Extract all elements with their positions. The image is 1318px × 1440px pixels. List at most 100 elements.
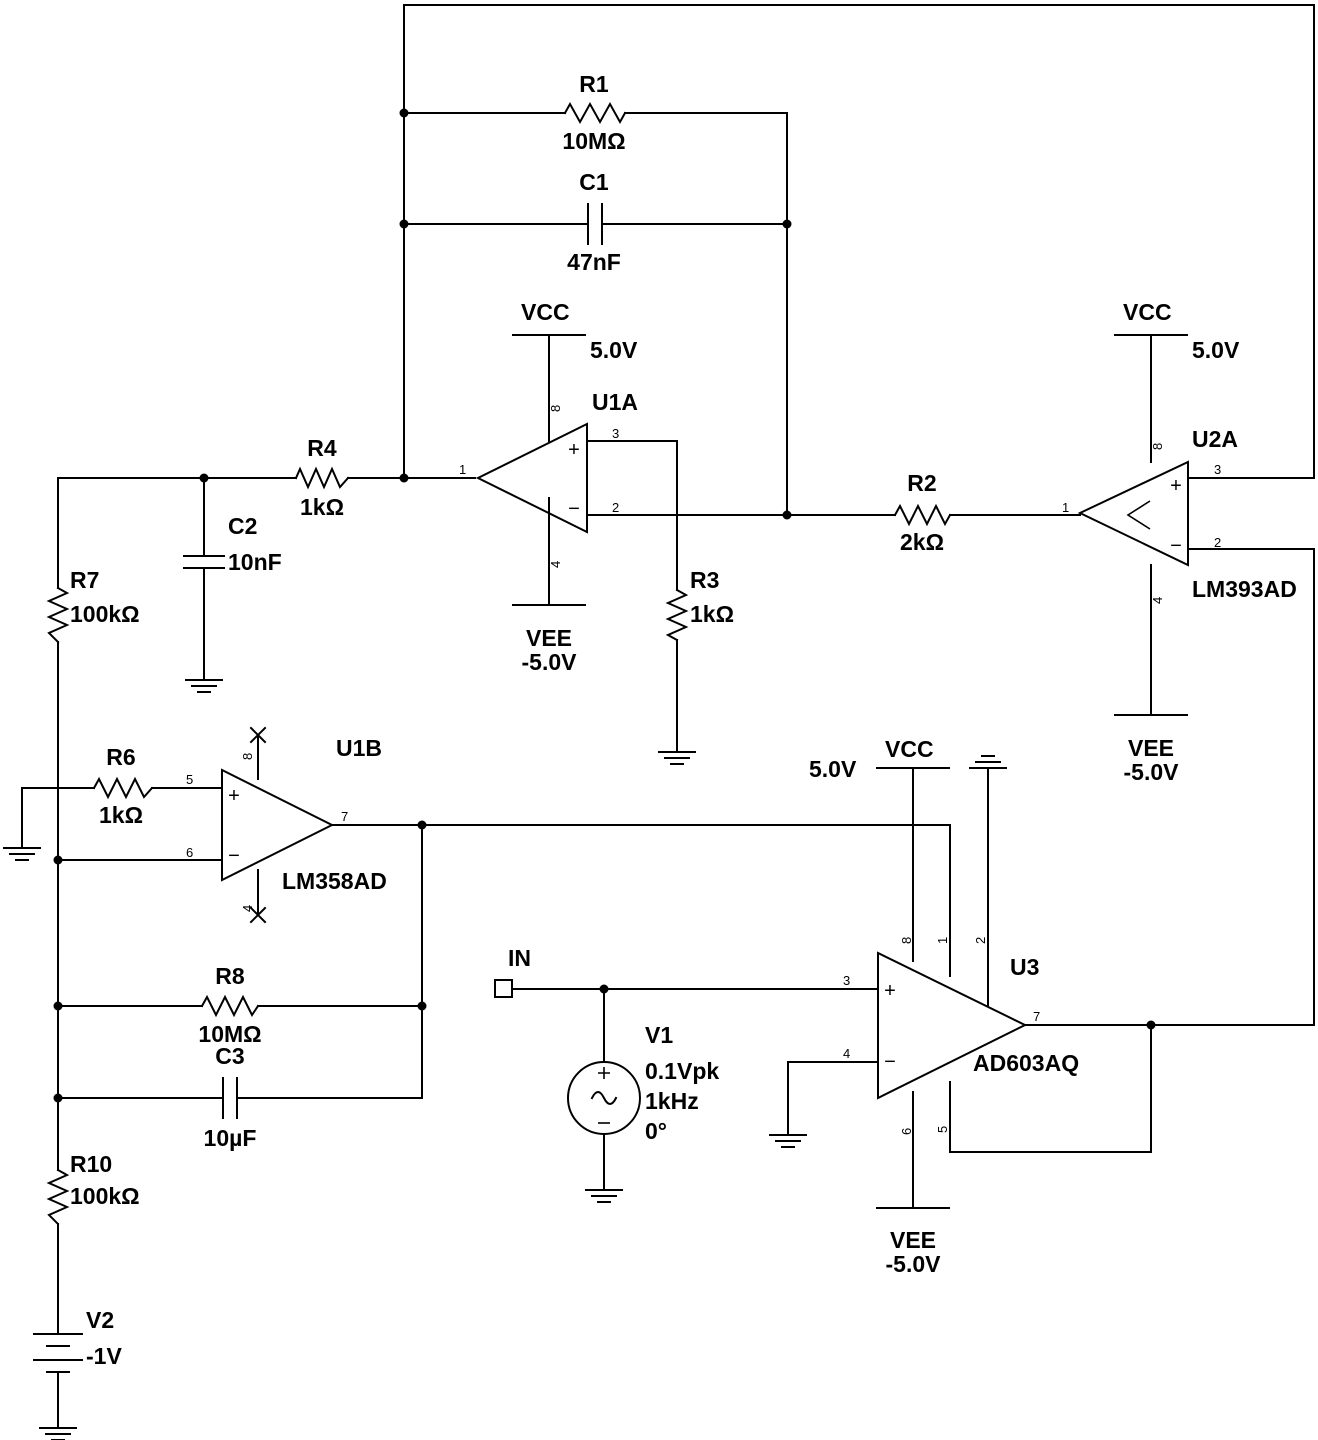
c3-ref: C3 xyxy=(215,1043,244,1069)
wires xyxy=(21,4,1315,1429)
u2a-vcc-value: 5.0V xyxy=(1192,337,1240,363)
r10-value: 100kΩ xyxy=(70,1183,140,1209)
battery-v2[interactable] xyxy=(33,1333,83,1373)
u2a-part: LM393AD xyxy=(1192,576,1297,602)
resistor-r4[interactable] xyxy=(294,466,350,490)
amplifier-u3[interactable] xyxy=(877,951,1028,1100)
ground-v2-icon xyxy=(39,1427,77,1440)
u1a-vcc-name: VCC xyxy=(521,299,570,325)
pin-number: 8 xyxy=(1150,443,1165,450)
pin-number: 2 xyxy=(612,500,619,515)
u1b-part: LM358AD xyxy=(282,868,387,894)
pin-number: 2 xyxy=(973,937,988,944)
v1-amplitude: 0.1Vpk xyxy=(645,1058,719,1084)
ground-c2-icon xyxy=(185,679,223,693)
resistor-r2[interactable] xyxy=(893,503,952,527)
resistor-r3[interactable] xyxy=(665,588,689,642)
r2-ref: R2 xyxy=(907,470,936,496)
resistor-r1[interactable] xyxy=(563,101,627,125)
pin-number: 1 xyxy=(459,462,466,477)
v1-ref: V1 xyxy=(645,1022,673,1048)
v2-value: -1V xyxy=(86,1343,122,1369)
resistor-r6[interactable] xyxy=(92,776,154,800)
u2a-vee-value: -5.0V xyxy=(1124,759,1180,785)
opamp-u1a[interactable] xyxy=(475,422,588,534)
u2a-ref: U2A xyxy=(1192,426,1238,452)
ground-v1-icon xyxy=(585,1189,623,1203)
opamp-u1b[interactable] xyxy=(221,768,335,882)
pin-number: 3 xyxy=(843,973,850,988)
c2-ref: C2 xyxy=(228,513,257,539)
capacitor-c1[interactable] xyxy=(587,203,603,245)
u3-vcc-value: 5.0V xyxy=(809,756,857,782)
r2-value: 2kΩ xyxy=(900,529,944,555)
junction-dots xyxy=(53,108,1156,1103)
u3-vee-name: VEE xyxy=(890,1227,936,1253)
pin-number: 5 xyxy=(186,772,193,787)
pin-number: 4 xyxy=(843,1046,850,1061)
no-connect-u1b-pin8-icon xyxy=(249,726,267,744)
capacitor-c2[interactable] xyxy=(183,555,225,569)
pin-number: 3 xyxy=(1214,462,1221,477)
c2-value: 10nF xyxy=(228,549,282,575)
pin-number: 1 xyxy=(935,937,950,944)
pin-number: 8 xyxy=(240,753,255,760)
u2a-minus-sign: − xyxy=(1170,535,1182,557)
ground-u3-pin2-icon xyxy=(969,755,1007,769)
c1-ref: C1 xyxy=(579,169,609,195)
no-connect-u1b-pin4-icon xyxy=(249,906,267,924)
opamp-u2a[interactable] xyxy=(1077,460,1189,567)
u2a-vcc-name: VCC xyxy=(1123,299,1172,325)
u1a-vee-name: VEE xyxy=(526,625,572,651)
pin-number: 7 xyxy=(341,809,348,824)
r3-value: 1kΩ xyxy=(690,601,734,627)
r4-value: 1kΩ xyxy=(300,494,344,520)
r7-ref: R7 xyxy=(70,567,99,593)
u3-part: AD603AQ xyxy=(973,1050,1079,1076)
r8-ref: R8 xyxy=(215,963,245,989)
u1a-plus-sign: + xyxy=(568,439,580,461)
u3-plus-sign: + xyxy=(884,980,896,1002)
u1a-vee-value: -5.0V xyxy=(522,649,578,675)
pin-number: 4 xyxy=(240,905,255,912)
pin-number: 6 xyxy=(186,845,193,860)
pin-number: 5 xyxy=(935,1126,950,1133)
pin-number: 4 xyxy=(1150,597,1165,604)
ground-r3-icon xyxy=(658,751,696,765)
v2-ref: V2 xyxy=(86,1307,114,1333)
r4-ref: R4 xyxy=(307,435,337,461)
ground-u1b-plus-icon xyxy=(3,847,41,861)
u3-minus-sign: − xyxy=(884,1051,896,1073)
pin-number: 1 xyxy=(1062,500,1069,515)
u3-vee-value: -5.0V xyxy=(886,1251,942,1277)
capacitor-c3[interactable] xyxy=(222,1077,238,1119)
u2a-vee-name: VEE xyxy=(1128,735,1174,761)
resistor-r7[interactable] xyxy=(46,586,70,644)
pin-number: 6 xyxy=(899,1128,914,1135)
r6-value: 1kΩ xyxy=(99,802,143,828)
r7-value: 100kΩ xyxy=(70,601,140,627)
r8-value: 10MΩ xyxy=(198,1021,261,1047)
u1a-vcc-value: 5.0V xyxy=(590,337,638,363)
r1-value: 10MΩ xyxy=(562,128,625,154)
r6-ref: R6 xyxy=(106,744,135,770)
ground-u3-pin4-icon xyxy=(769,1134,807,1148)
u1b-ref: U1B xyxy=(336,735,382,761)
u1a-ref: U1A xyxy=(592,389,638,415)
c1-value: 47nF xyxy=(567,249,621,275)
r3-ref: R3 xyxy=(690,567,719,593)
pin-number: 7 xyxy=(1033,1009,1040,1024)
resistor-r8[interactable] xyxy=(200,994,260,1018)
pin-number: 2 xyxy=(1214,535,1221,550)
v1-phase: 0° xyxy=(645,1118,667,1144)
r10-ref: R10 xyxy=(70,1151,112,1177)
input-port-in[interactable] xyxy=(494,979,513,998)
ac-source-v1[interactable] xyxy=(567,1061,641,1135)
pin-number: 8 xyxy=(548,405,563,412)
c3-value: 10µF xyxy=(204,1125,257,1151)
u1b-plus-sign: + xyxy=(228,785,240,807)
pin-number: 8 xyxy=(899,937,914,944)
u3-vcc-name: VCC xyxy=(885,736,934,762)
resistor-r10[interactable] xyxy=(46,1168,70,1226)
